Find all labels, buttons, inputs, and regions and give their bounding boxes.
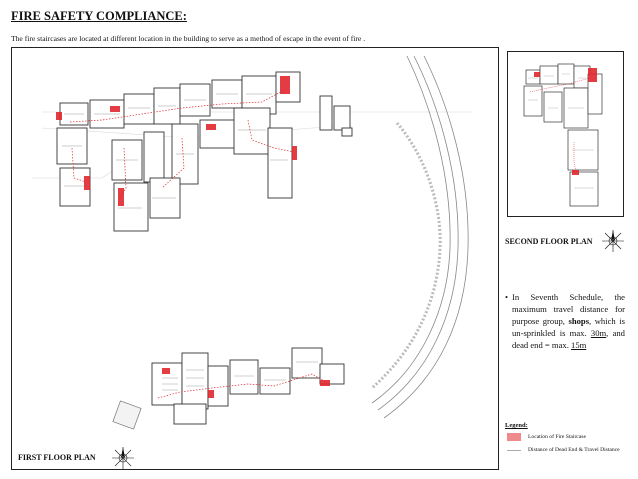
note-text-2: , which is un-sprinkled is max. xyxy=(512,316,625,338)
note-dead-end-distance: 15m xyxy=(571,340,587,350)
first-floor-plan xyxy=(11,47,499,470)
second-floor-label: SECOND FLOOR PLAN xyxy=(505,237,593,246)
north-arrow-icon xyxy=(112,447,134,469)
note-shops: shops xyxy=(568,316,590,326)
page-subtitle: The fire staircases are located at diffe… xyxy=(11,34,366,43)
first-floor-label: FIRST FLOOR PLAN xyxy=(18,453,96,462)
note-body: In Seventh Schedule, the maximum travel … xyxy=(505,291,625,351)
second-floor-plan xyxy=(507,51,624,217)
note-travel-distance: 30m xyxy=(590,328,607,338)
note-text-3: , and dead end = max. xyxy=(512,328,625,350)
second-floor-plan-drawing xyxy=(523,63,603,207)
legend-label-fire-staircase: Location of Fire Staircase xyxy=(528,434,586,440)
page-title: FIRE SAFETY COMPLIANCE: xyxy=(11,9,187,23)
legend-label-travel-distance: Distance of Dead End & Travel Distance xyxy=(528,447,620,453)
note-text-1: In Seventh Schedule, the maximum travel … xyxy=(512,292,625,326)
legend-swatch-fire-staircase xyxy=(507,433,521,441)
travel-distance-note: • In Seventh Schedule, the maximum trave… xyxy=(505,291,625,351)
note-bullet: • xyxy=(505,292,509,302)
legend-title: Legend: xyxy=(505,422,528,429)
first-floor-plan-drawing xyxy=(32,55,472,430)
north-arrow-icon xyxy=(602,230,624,252)
legend-swatch-travel-distance xyxy=(507,450,521,451)
